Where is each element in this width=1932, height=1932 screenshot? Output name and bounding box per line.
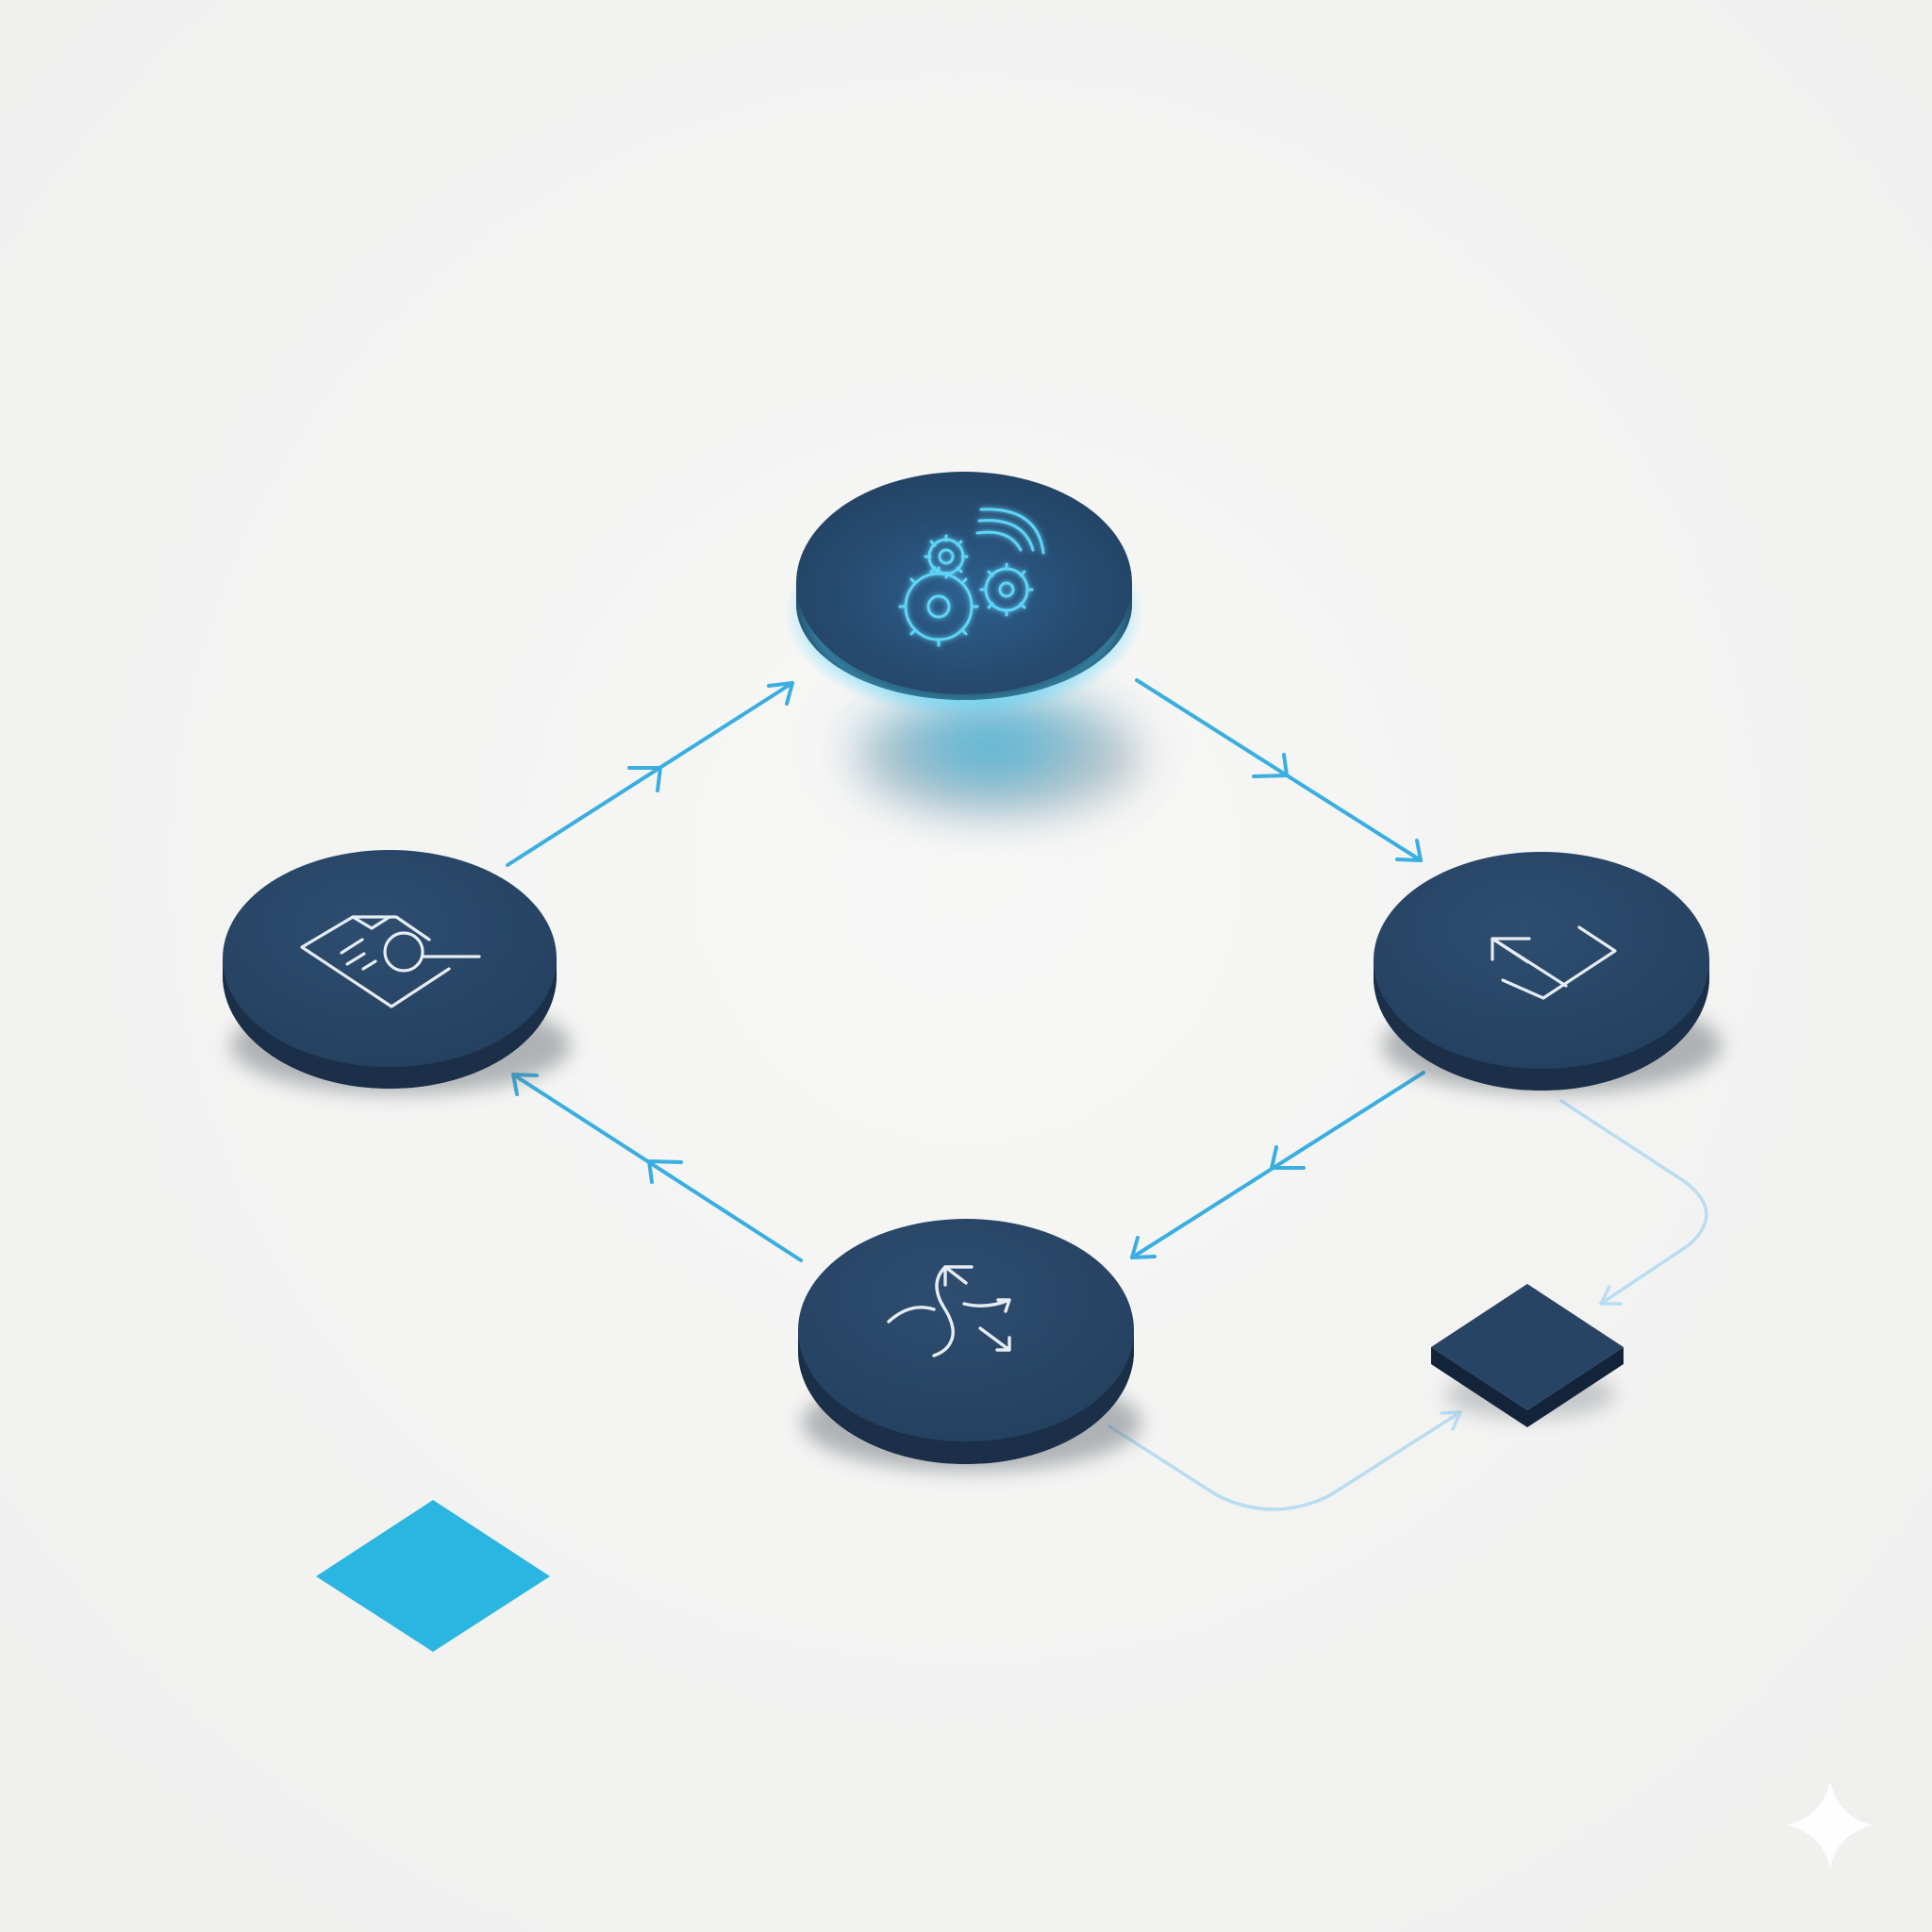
node-processing-shadow bbox=[858, 703, 1141, 816]
gear-icon-small-right bbox=[979, 562, 1034, 617]
endpoint-tile-side bbox=[1431, 1347, 1624, 1427]
connector-exchange-to-routing bbox=[1130, 1071, 1425, 1259]
connector-exchange-to-endpoint-arrowhead bbox=[1599, 1285, 1623, 1306]
connector-exchange-to-endpoint bbox=[1559, 1099, 1708, 1306]
document-search-icon bbox=[300, 915, 481, 1008]
connector-inspection-to-processing-arrowhead bbox=[767, 681, 794, 706]
endpoint-tile[interactable] bbox=[1431, 1284, 1624, 1427]
connector-exchange-to-routing-midarrow bbox=[1270, 1145, 1306, 1170]
faint-connectors bbox=[1108, 1099, 1708, 1511]
connector-processing-to-exchange-arrowhead bbox=[1395, 839, 1423, 862]
connector-routing-to-endpoint-arrowhead bbox=[1440, 1410, 1462, 1431]
cycle-connectors bbox=[506, 678, 1425, 1262]
node-exchange-face bbox=[1374, 852, 1709, 1069]
endpoint-tile-top bbox=[1431, 1284, 1624, 1410]
gears-signal-icon bbox=[898, 508, 1045, 647]
signal-icon bbox=[975, 508, 1045, 555]
connector-routing-to-inspection-midarrow bbox=[647, 1159, 683, 1184]
connector-processing-to-exchange bbox=[1135, 678, 1423, 862]
connector-routing-to-endpoint bbox=[1108, 1410, 1462, 1511]
node-routing-face bbox=[798, 1219, 1134, 1441]
node-inspection[interactable] bbox=[223, 850, 571, 1094]
node-exchange[interactable] bbox=[1374, 852, 1722, 1094]
node-processing[interactable] bbox=[785, 472, 1156, 830]
branching-flow-icon bbox=[887, 1265, 1011, 1357]
accent-diamond bbox=[316, 1500, 550, 1652]
connector-inspection-to-processing-midarrow bbox=[627, 766, 662, 792]
connector-exchange-to-routing-arrowhead bbox=[1130, 1236, 1157, 1259]
gear-icon-large bbox=[898, 566, 979, 647]
node-inspection-face bbox=[223, 850, 557, 1067]
connector-inspection-to-processing bbox=[506, 681, 794, 867]
bidirectional-arrows-icon bbox=[1491, 925, 1617, 1000]
connector-routing-to-inspection bbox=[511, 1073, 803, 1262]
node-routing[interactable] bbox=[798, 1219, 1141, 1472]
connector-processing-to-exchange-midarrow bbox=[1252, 753, 1289, 778]
sparkle-icon bbox=[1787, 1781, 1873, 1868]
